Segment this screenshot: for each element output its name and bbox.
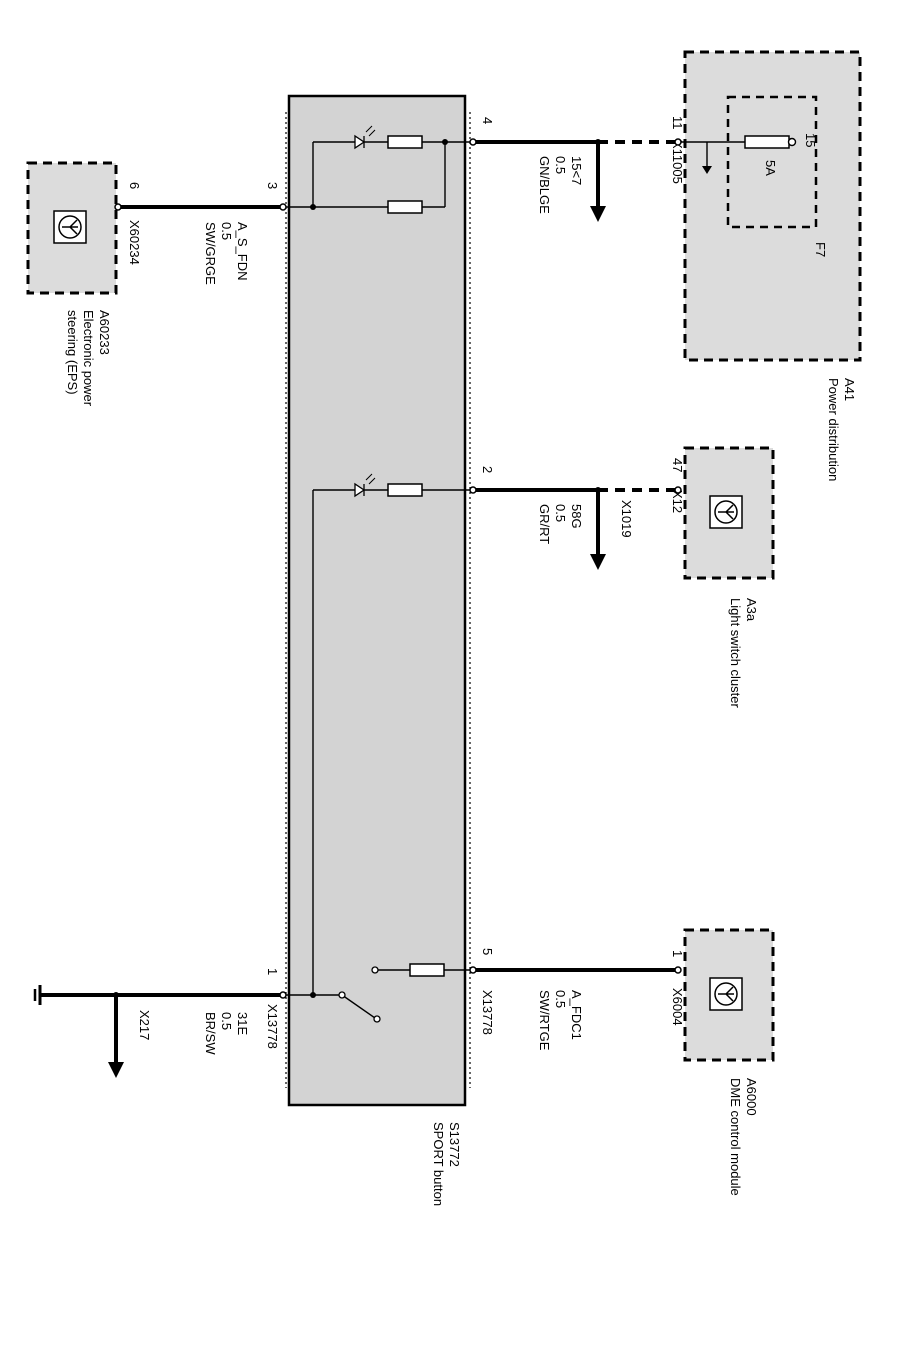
x11005-label: X11005	[670, 140, 685, 184]
wire-fdn-gauge-label: 0.5	[219, 222, 234, 240]
wire-58g-color-label: GR/RT	[537, 504, 552, 544]
wire-15-signal-label: 15<7	[569, 156, 584, 185]
wire-fdn-signal-label: A_S_FDN	[235, 222, 250, 281]
s13772-name-label: SPORT button	[431, 1122, 446, 1206]
f7-fuse-icon	[744, 135, 790, 149]
junction-dot	[595, 487, 601, 493]
x13778-top-label: X13778	[480, 990, 495, 1035]
wire-15-arrow-icon	[590, 206, 606, 222]
a3a-code-label: A3a	[744, 598, 759, 622]
a6000-pin-label: 1	[670, 950, 685, 957]
f7-rating-label: 5A	[763, 160, 778, 176]
a60233-name-line1: Electronic power	[81, 310, 96, 407]
a41-pin-label: 11	[670, 116, 685, 130]
junction-dot	[310, 204, 316, 210]
switch-pin-1-label: 1	[265, 968, 280, 975]
x60234-label: X60234	[127, 220, 142, 265]
s13772-code-label: S13772	[447, 1122, 462, 1167]
resistor-pin4-icon	[387, 135, 423, 149]
a3a-name-label: Light switch cluster	[728, 598, 743, 708]
junction-dot	[595, 139, 601, 145]
f7-code-label: F7	[813, 242, 828, 257]
led-pin2-icon	[354, 473, 376, 498]
wire-58g-signal-label: 58G	[569, 504, 584, 529]
led-pin4-icon	[354, 125, 376, 150]
wire-15-color-label: GN/BLGE	[537, 156, 552, 214]
a3a-pin-label: 47	[670, 458, 685, 472]
fuse-terminal-icon	[787, 137, 797, 147]
wire-58g-arrow-icon	[590, 554, 606, 570]
connector-pin-icon	[469, 486, 477, 494]
junction-dot	[442, 139, 448, 145]
branch-arrow-icon	[702, 166, 712, 174]
wire-fdn-color-label: SW/GRGE	[203, 222, 218, 285]
a6000-control-unit-icon	[709, 977, 743, 1011]
a60233-control-unit-icon	[53, 210, 87, 244]
wire-31e-color-label: BR/SW	[203, 1012, 218, 1055]
x6004-label: X6004	[670, 988, 685, 1026]
switch-pin-4-label: 4	[480, 117, 495, 124]
wire-fdc1-signal-label: A_FDC1	[569, 990, 584, 1040]
x12-label: X12	[670, 490, 685, 513]
wire-31e-arrow-icon	[108, 1062, 124, 1078]
wire-15-gauge-label: 0.5	[553, 156, 568, 174]
wire-fdc1-gauge-label: 0.5	[553, 990, 568, 1008]
f7-terminal-label: 15	[803, 133, 818, 147]
resistor-pin3-icon	[387, 200, 423, 214]
ground-icon	[33, 985, 42, 1005]
a60233-name-line2: steering (EPS)	[65, 310, 80, 395]
switch-pin-5-label: 5	[480, 948, 495, 955]
connector-pin-icon	[674, 486, 682, 494]
wire-31e-gauge-label: 0.5	[219, 1012, 234, 1030]
wire-fdc1-color-label: SW/RTGE	[537, 990, 552, 1051]
a41-power-distribution-box	[683, 50, 862, 362]
a6000-code-label: A6000	[744, 1078, 759, 1116]
a41-code-label: A41	[842, 378, 857, 401]
a60233-code-label: A60233	[97, 310, 112, 355]
switch-pivot-icon	[338, 991, 346, 999]
connector-pin-icon	[279, 203, 287, 211]
x217-label: X217	[137, 1010, 152, 1040]
x13778-bottom-label: X13778	[265, 1004, 280, 1049]
a41-name-label: Power distribution	[826, 378, 841, 481]
s13772-sport-button-box	[287, 94, 467, 1107]
switch-end-icon	[373, 1015, 381, 1023]
wire-31e-signal-label: 31E	[235, 1012, 250, 1035]
connector-pin-icon	[674, 138, 682, 146]
junction-dot	[113, 992, 119, 998]
a6000-name-label: DME control module	[728, 1078, 743, 1196]
f7-fuse-housing	[726, 95, 818, 229]
connector-pin-icon	[114, 203, 122, 211]
x1019-label: X1019	[619, 500, 634, 538]
switch-pin-3-label: 3	[265, 182, 280, 189]
eps-pin-label: 6	[127, 182, 142, 189]
connector-pin-icon	[674, 966, 682, 974]
resistor-pin5-icon	[409, 963, 445, 977]
wire-58g-gauge-label: 0.5	[553, 504, 568, 522]
connector-pin-icon	[279, 991, 287, 999]
resistor-pin2-icon	[387, 483, 423, 497]
a3a-control-unit-icon	[709, 495, 743, 529]
connector-pin-icon	[469, 138, 477, 146]
switch-pin-2-label: 2	[480, 466, 495, 473]
junction-dot	[310, 992, 316, 998]
connector-pin-icon	[469, 966, 477, 974]
switch-contact-icon	[371, 966, 379, 974]
